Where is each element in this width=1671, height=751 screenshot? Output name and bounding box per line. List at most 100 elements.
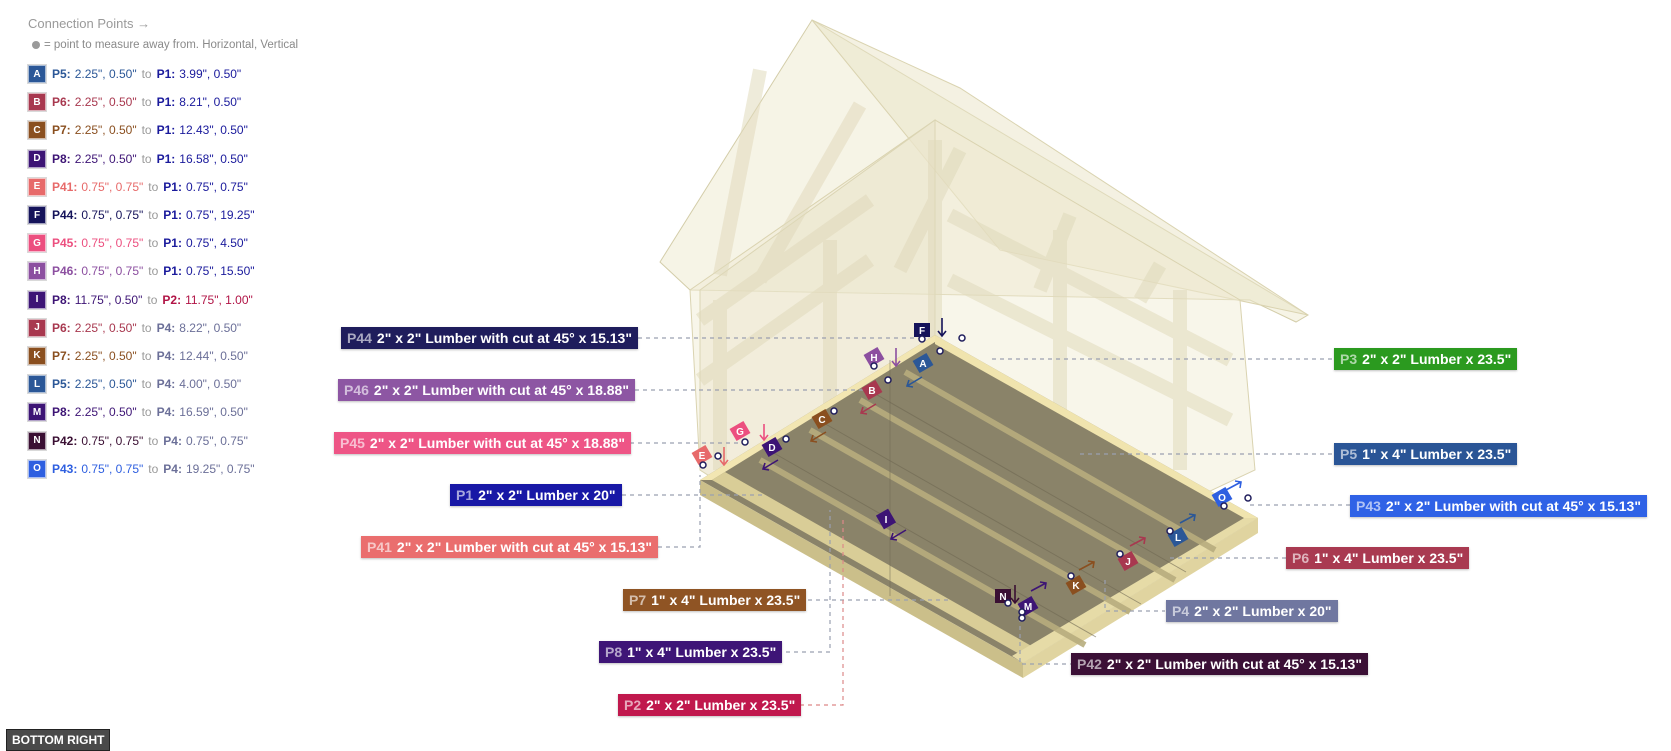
legend-connector: to — [141, 151, 152, 166]
point-dot-icon — [32, 41, 40, 49]
part-id: P7 — [629, 592, 647, 608]
base-frame — [700, 335, 1258, 678]
marker-F: F — [914, 323, 930, 337]
legend-connector: to — [141, 123, 152, 138]
svg-text:F: F — [919, 326, 925, 337]
legend-letter-badge: H — [28, 262, 46, 281]
part-id: P8 — [605, 644, 623, 660]
part-desc: 1" x 4" Lumber x 23.5" — [627, 644, 777, 660]
svg-text:E: E — [699, 451, 706, 462]
legend-to-part: P1: — [163, 264, 182, 279]
part-desc: 2" x 2" Lumber with cut at 45° x 15.13" — [1385, 498, 1641, 514]
svg-text:H: H — [870, 353, 877, 364]
legend-from-coords: 2.25", 0.50" — [74, 95, 137, 110]
legend-note-text: = point to measure away from. Horizontal… — [44, 39, 299, 51]
part-desc: 2" x 2" Lumber with cut at 45° x 15.13" — [1106, 656, 1362, 672]
legend-connector: to — [147, 292, 158, 307]
legend-letter-badge: K — [28, 346, 46, 365]
legend-to-coords: 11.75", 1.00" — [185, 292, 253, 307]
legend-to-coords: 0.75", 4.50" — [185, 236, 248, 251]
legend-letter-badge: D — [28, 149, 46, 168]
legend-to-part: P4: — [163, 461, 182, 476]
legend-connector: to — [141, 405, 152, 420]
connection-markers: F H A B C D G E I O L J K N M — [691, 323, 1233, 617]
legend-from-part: P6: — [52, 320, 71, 335]
part-id: P5 — [1340, 446, 1358, 462]
legend-to-coords: 0.75", 0.75" — [185, 433, 248, 448]
legend-letter-badge: N — [28, 431, 46, 450]
legend-from-coords: 2.25", 0.50" — [74, 377, 137, 392]
legend-letter-badge: A — [28, 65, 46, 84]
measure-points — [699, 334, 1252, 622]
legend-from-coords: 0.75", 0.75" — [81, 461, 144, 476]
legend-from-part: P46: — [52, 264, 78, 279]
legend-from-part: P44: — [52, 208, 78, 223]
legend-from-coords: 2.25", 0.50" — [74, 67, 137, 82]
legend-to-coords: 0.75", 19.25" — [185, 208, 255, 223]
legend-from-part: P8: — [52, 405, 71, 420]
legend-from-part: P43: — [52, 461, 78, 476]
marker-O: O — [1211, 486, 1233, 508]
view-label[interactable]: BOTTOM RIGHT — [6, 729, 111, 751]
legend-to-part: P1: — [156, 67, 176, 82]
legend-connector: to — [148, 179, 159, 194]
legend-from-coords: 0.75", 0.75" — [81, 433, 144, 448]
legend-to-coords: 16.59", 0.50" — [179, 405, 248, 420]
direction-arrows — [719, 318, 1242, 605]
legend-from-part: P6: — [52, 95, 71, 110]
part-id: P46 — [344, 382, 369, 398]
legend-to-coords: 0.75", 0.75" — [185, 179, 248, 194]
marker-H: H — [863, 346, 885, 368]
part-id: P2 — [624, 697, 642, 713]
marker-B: B — [861, 379, 883, 401]
marker-G: G — [729, 420, 751, 442]
legend-connector: to — [141, 320, 152, 335]
marker-A: A — [912, 352, 934, 374]
legend-letter-badge: M — [28, 403, 46, 422]
part-id: P43 — [1356, 498, 1381, 514]
legend-to-coords: 8.22", 0.50" — [179, 320, 242, 335]
legend-from-part: P5: — [52, 377, 71, 392]
legend-connector: to — [141, 377, 152, 392]
legend-letter-badge: I — [28, 290, 46, 309]
legend-connector: to — [141, 95, 152, 110]
legend-connector: to — [148, 461, 159, 476]
part-desc: 2" x 2" Lumber x 20" — [478, 487, 616, 503]
legend-from-coords: 0.75", 0.75" — [81, 264, 144, 279]
legend-letter-badge: F — [28, 206, 46, 225]
leader-lines — [622, 337, 1355, 706]
legend-from-part: P41: — [52, 179, 78, 194]
marker-D: D — [761, 436, 783, 458]
part-desc: 2" x 2" Lumber with cut at 45° x 18.88" — [373, 382, 629, 398]
legend-to-coords: 16.58", 0.50" — [179, 151, 248, 166]
svg-text:K: K — [1072, 581, 1080, 592]
part-desc: 1" x 4" Lumber x 23.5" — [651, 592, 801, 608]
legend-to-part: P1: — [156, 151, 176, 166]
svg-text:N: N — [999, 592, 1006, 603]
svg-text:C: C — [818, 415, 825, 426]
legend-from-coords: 0.75", 0.75" — [81, 179, 144, 194]
legend-letter-badge: B — [28, 93, 46, 112]
part-id: P1 — [456, 487, 474, 503]
legend-from-coords: 2.25", 0.50" — [74, 151, 137, 166]
legend-to-coords: 19.25", 0.75" — [185, 461, 255, 476]
legend-from-part: P7: — [52, 123, 71, 138]
legend-from-coords: 2.25", 0.50" — [74, 123, 137, 138]
legend-connector: to — [148, 208, 159, 223]
legend-letter-badge: E — [28, 177, 46, 196]
